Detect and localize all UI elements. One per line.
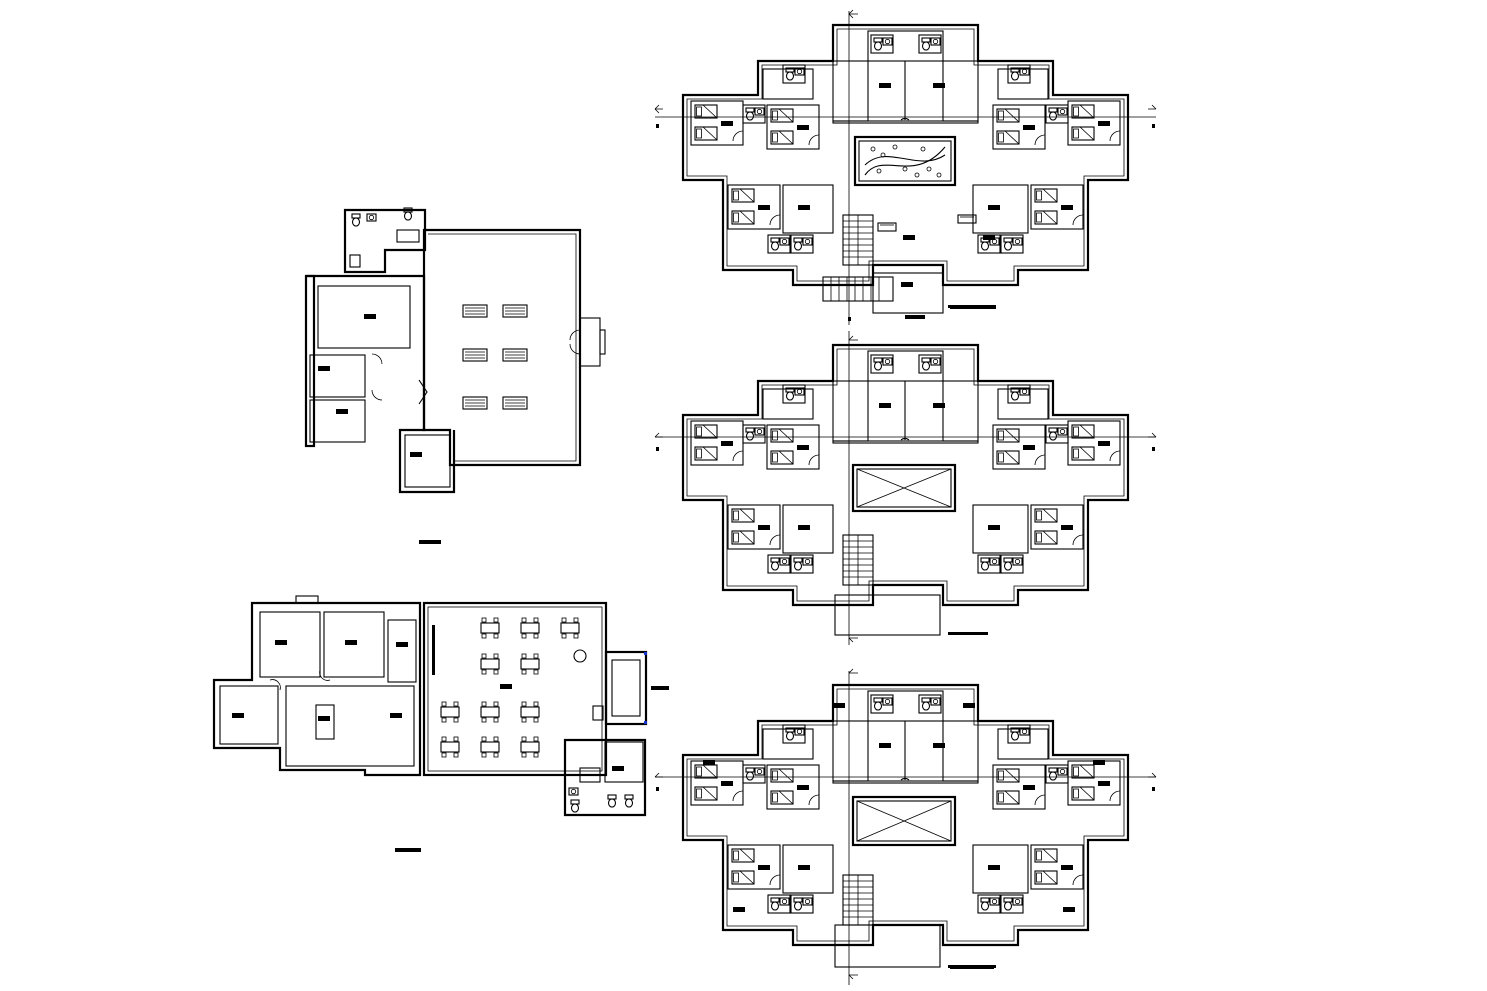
hall-plan-caption-mark bbox=[419, 540, 441, 544]
ground-floor-caption-mark bbox=[950, 306, 996, 309]
dining-plan-caption-mark bbox=[395, 848, 421, 852]
upper-floor-plan bbox=[655, 671, 1156, 985]
typical-floor-plan bbox=[655, 331, 1156, 645]
upper-floor-caption-mark bbox=[950, 966, 994, 969]
section-arrow-icon bbox=[654, 9, 1157, 980]
dining-plan bbox=[212, 595, 669, 852]
ground-floor-plan bbox=[655, 11, 1156, 325]
typical-floor-caption-mark bbox=[950, 632, 988, 635]
hall-plan bbox=[304, 207, 606, 544]
